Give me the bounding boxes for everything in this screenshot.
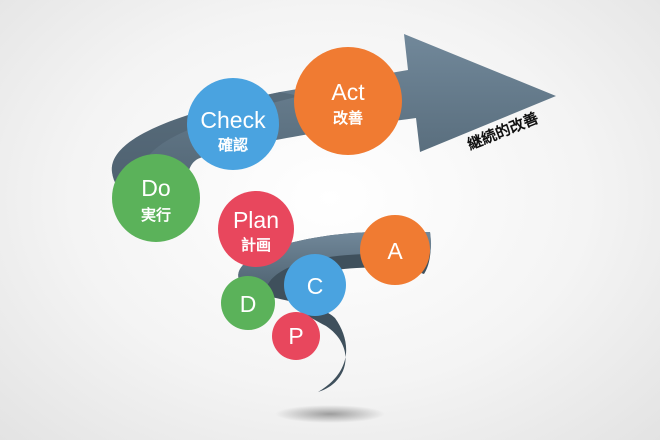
step-circle-check: Check 確認 (187, 78, 279, 170)
step-circle-small-c: C (284, 254, 346, 316)
step-circle-small-a: A (360, 215, 430, 285)
step-label: P (288, 323, 303, 349)
spiral-band-lower (238, 232, 431, 392)
step-circle-small-d: D (221, 276, 275, 330)
step-label: D (240, 291, 257, 317)
step-label: Check (200, 107, 266, 133)
step-label: Plan (233, 207, 279, 233)
step-circle-small-c-fill (284, 254, 346, 316)
step-label: Do (141, 175, 170, 201)
step-circle-act-fill (294, 47, 402, 155)
step-circle-small-d-fill (221, 276, 275, 330)
step-circle-plan-fill (218, 191, 294, 267)
step-circle-act: Act 改善 (294, 47, 402, 155)
step-circle-do-fill (112, 154, 200, 242)
step-circle-small-a-fill (360, 215, 430, 285)
step-label: C (307, 273, 324, 299)
step-sublabel: 実行 (141, 206, 171, 224)
step-circle-plan: Plan 計画 (218, 191, 294, 267)
step-sublabel: 計画 (241, 236, 271, 254)
step-circle-do: Do 実行 (112, 154, 200, 242)
step-sublabel: 確認 (217, 136, 248, 154)
step-circle-check-fill (187, 78, 279, 170)
step-sublabel: 改善 (333, 109, 363, 127)
step-circle-small-p-fill (272, 312, 320, 360)
floor-shadow (275, 405, 385, 423)
step-label: A (387, 238, 403, 264)
step-label: Act (331, 79, 365, 105)
step-circle-small-p: P (272, 312, 320, 360)
